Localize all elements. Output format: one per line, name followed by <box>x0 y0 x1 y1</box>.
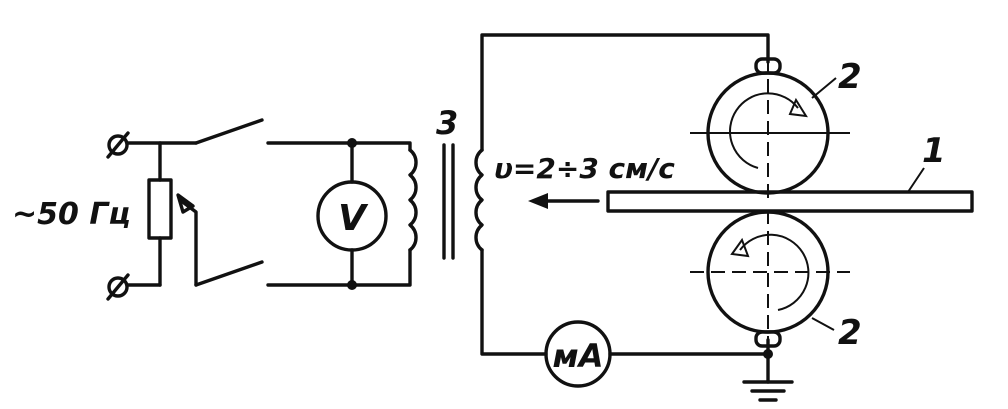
transformer-label: 3 <box>436 104 458 142</box>
roller-bottom <box>690 210 850 348</box>
strip-leader <box>907 167 925 193</box>
input-terminal-top <box>106 131 130 159</box>
wire-bottom-to-transformer <box>266 248 412 287</box>
roller-top-leader <box>811 77 837 99</box>
voltmeter-label: V <box>338 198 369 239</box>
ground-symbol <box>742 338 794 402</box>
switch-bottom <box>194 260 264 287</box>
voltmeter <box>316 138 388 290</box>
input-terminal-bottom <box>106 273 130 301</box>
wire-secondary-top <box>480 33 770 152</box>
velocity-label: υ=2÷3 см/с <box>494 152 675 185</box>
wire-top-to-transformer <box>266 141 412 152</box>
rheostat <box>147 141 198 287</box>
roller-bottom-label: 2 <box>838 313 862 353</box>
velocity-arrow <box>528 193 600 209</box>
transformer-secondary-coil <box>474 148 484 252</box>
roller-bottom-leader <box>811 317 835 331</box>
wire-secondary-bottom <box>480 248 548 356</box>
transformer-core <box>442 143 455 260</box>
milliammeter-label: мА <box>553 337 604 375</box>
switch-top <box>194 118 264 145</box>
roller-top-label: 2 <box>838 57 862 97</box>
transformer-primary-coil <box>408 148 418 252</box>
roller-top <box>690 57 850 205</box>
source-frequency-label: ~50 Гц <box>12 197 131 232</box>
strip <box>606 190 974 213</box>
strip-label: 1 <box>922 131 946 171</box>
